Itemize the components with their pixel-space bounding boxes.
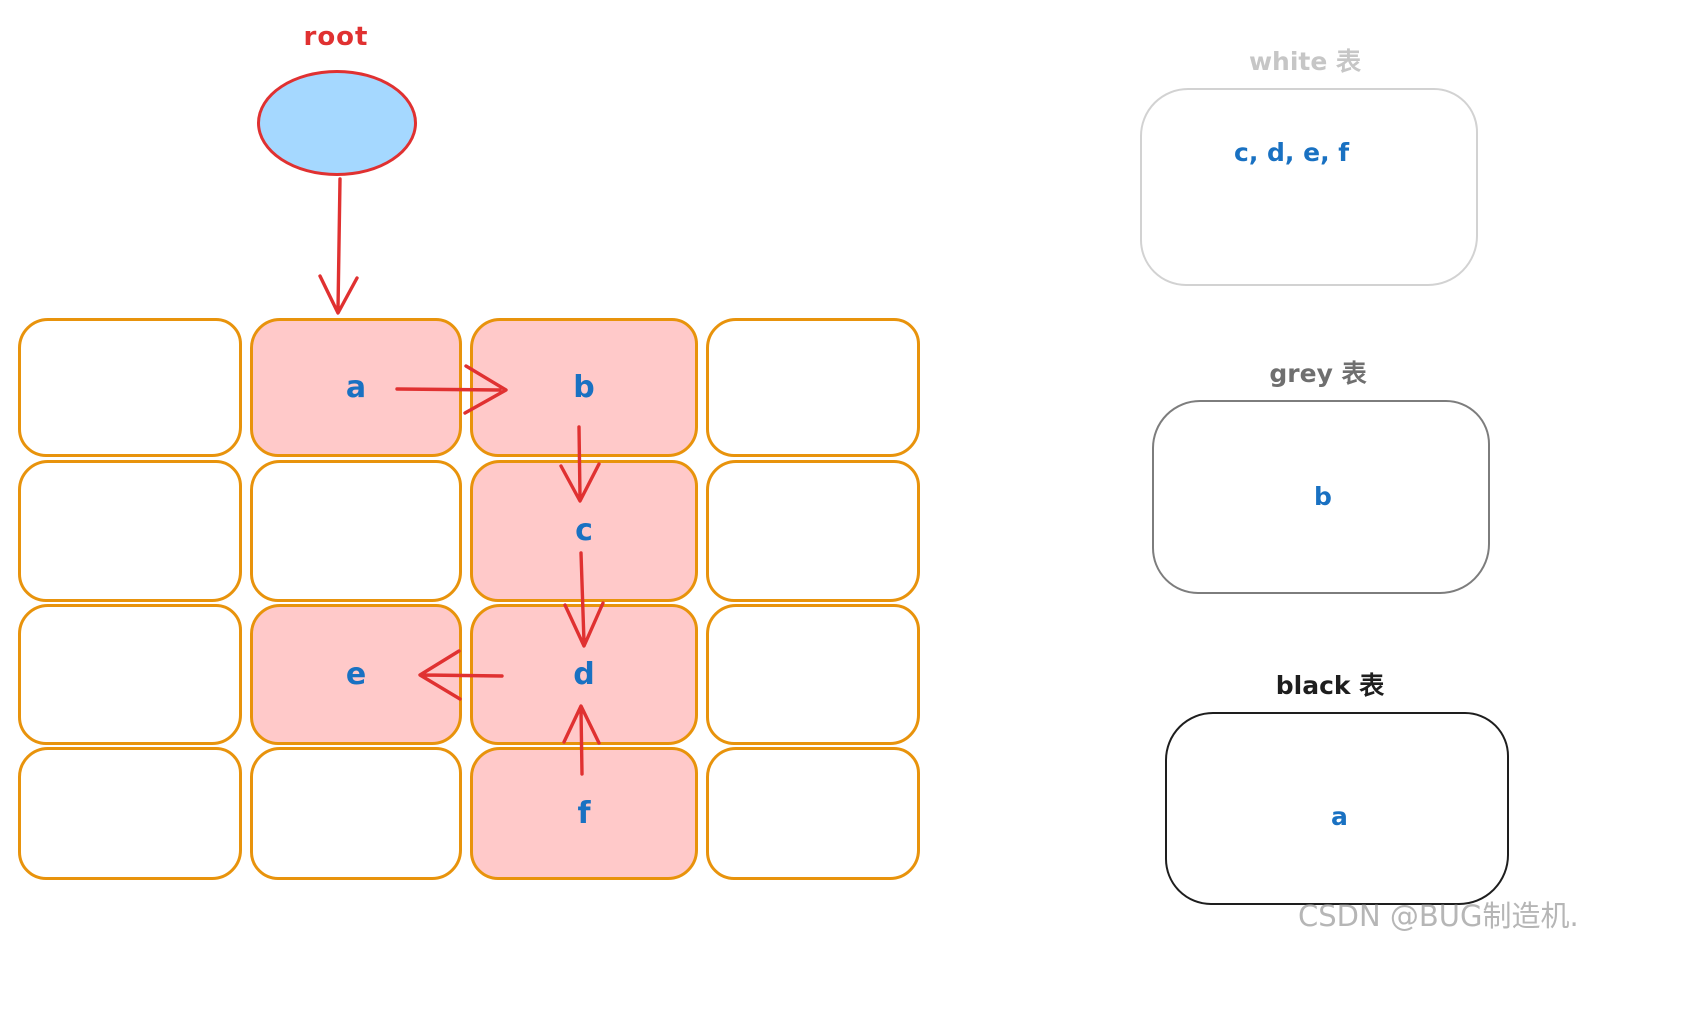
heap-cell-empty: [18, 747, 242, 880]
grey-table-title: grey 表: [1269, 359, 1367, 388]
heap-cell-empty: [706, 747, 920, 880]
heap-cell-empty: [250, 460, 462, 602]
heap-cell-empty: [706, 318, 920, 457]
heap-cell-empty: [18, 460, 242, 602]
white-table-title: white 表: [1248, 47, 1362, 76]
heap-cell-empty: [706, 460, 920, 602]
root-node-label: root: [303, 22, 369, 52]
black-table-title: black 表: [1275, 671, 1385, 700]
grey-table-items: b: [1314, 482, 1332, 511]
heap-cell-f: f: [470, 747, 698, 880]
heap-cell-label: e: [345, 656, 367, 692]
black-table-box: a: [1165, 712, 1509, 905]
heap-cell-label: d: [573, 656, 595, 692]
heap-cell-label: f: [577, 795, 591, 831]
grey-table-box: b: [1152, 400, 1490, 594]
white-table-box: c, d, e, f: [1140, 88, 1478, 286]
heap-cell-a: a: [250, 318, 462, 457]
heap-cell-empty: [706, 604, 920, 745]
white-table-items: c, d, e, f: [1234, 138, 1350, 167]
heap-cell-b: b: [470, 318, 698, 457]
root-node-ellipse: [257, 70, 417, 176]
heap-cell-c: c: [470, 460, 698, 602]
csdn-watermark: CSDN @BUG制造机.: [1298, 899, 1579, 933]
heap-cell-empty: [18, 604, 242, 745]
heap-cell-label: a: [345, 369, 367, 405]
heap-cell-label: c: [575, 513, 593, 548]
heap-cell-e: e: [250, 604, 462, 745]
arrow-root-to-a: [318, 177, 359, 315]
black-table-items: a: [1331, 802, 1348, 831]
heap-cell-d: d: [470, 604, 698, 745]
heap-cell-empty: [18, 318, 242, 457]
heap-cell-empty: [250, 747, 462, 880]
heap-cell-label: b: [573, 369, 595, 405]
